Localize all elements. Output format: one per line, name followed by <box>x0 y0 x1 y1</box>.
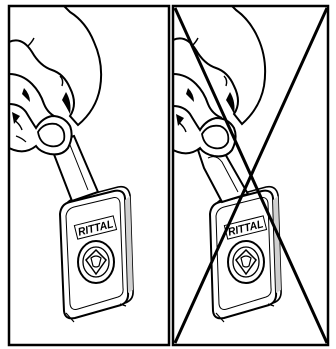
lock-button-icon <box>78 241 114 283</box>
lock-button-icon <box>228 241 264 283</box>
key-fob: RITTAL <box>210 187 281 322</box>
panel-correct: RITTAL <box>9 6 169 345</box>
key-fob: RITTAL <box>60 187 133 322</box>
panel-incorrect: RITTAL <box>173 6 328 345</box>
